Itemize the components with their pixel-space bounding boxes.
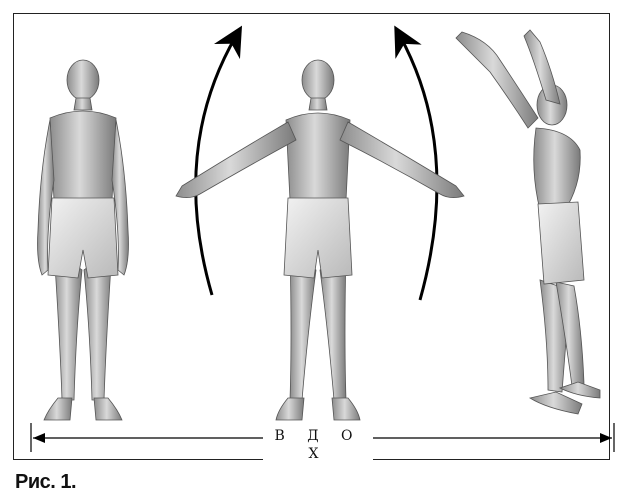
figure-caption: Рис. 1.	[15, 471, 76, 494]
inhale-label: В Д О Х	[263, 427, 373, 463]
figure-side-arms-up	[456, 30, 600, 414]
figure-standing-arms-down	[38, 60, 129, 420]
figure-arms-sideways	[176, 60, 464, 420]
dimension-arrow-left	[33, 433, 45, 443]
exercise-illustration	[0, 0, 625, 470]
dimension-arrow-right	[600, 433, 612, 443]
